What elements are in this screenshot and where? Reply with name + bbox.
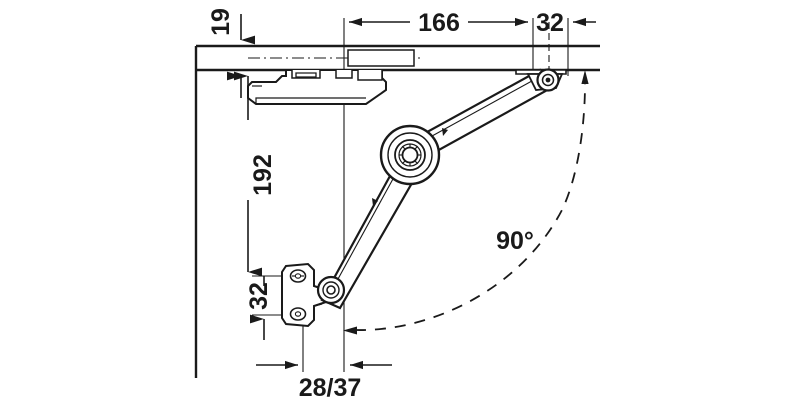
top-pivot-bore — [545, 77, 551, 83]
lower-wall-bracket — [281, 262, 327, 328]
dimension-32-vertical: 32 — [245, 276, 273, 340]
plate-flange-mid — [335, 70, 353, 79]
opening-angle-arc-group: 90° — [343, 70, 589, 335]
dimension-32-vertical-label: 32 — [245, 282, 273, 310]
stay-arm-assembly — [316, 68, 567, 310]
top-mounting-plate — [247, 49, 415, 105]
plate-recess-outline — [347, 49, 415, 67]
dimension-166: 166 — [349, 9, 528, 37]
central-pivot-spline-teeth — [399, 144, 421, 166]
bracket-screw-center-lower — [294, 311, 302, 317]
dimension-28-37: 28/37 — [256, 360, 392, 400]
angle-label: 90° — [496, 227, 534, 255]
dimension-166-label: 166 — [418, 9, 460, 37]
dimension-192-label: 192 — [249, 154, 277, 196]
dimension-19-label: 19 — [207, 8, 235, 36]
dimension-28-37-label: 28/37 — [299, 374, 362, 400]
dimension-19: 19 — [207, 8, 255, 98]
upper-arm-marker — [442, 128, 448, 136]
central-pivot-bore — [401, 146, 419, 164]
bracket-neck-lower — [313, 303, 323, 307]
arc-arrowhead-bottom — [343, 326, 357, 335]
plate-flange-right — [357, 70, 383, 81]
arc-arrowhead-top — [581, 70, 589, 84]
dimension-32-horizontal-label: 32 — [536, 9, 564, 37]
bracket-screw-center-upper — [294, 273, 302, 279]
plate-slot-left — [295, 72, 317, 78]
dimension-32-horizontal: 32 — [536, 9, 596, 37]
lower-arm-marker — [372, 198, 378, 206]
lower-arm-inner-line — [326, 167, 400, 300]
dimension-192: 192 — [234, 71, 277, 277]
lower-pivot-bore — [326, 285, 336, 295]
opening-angle-arc — [354, 83, 586, 331]
plate-underside-line — [255, 97, 366, 104]
